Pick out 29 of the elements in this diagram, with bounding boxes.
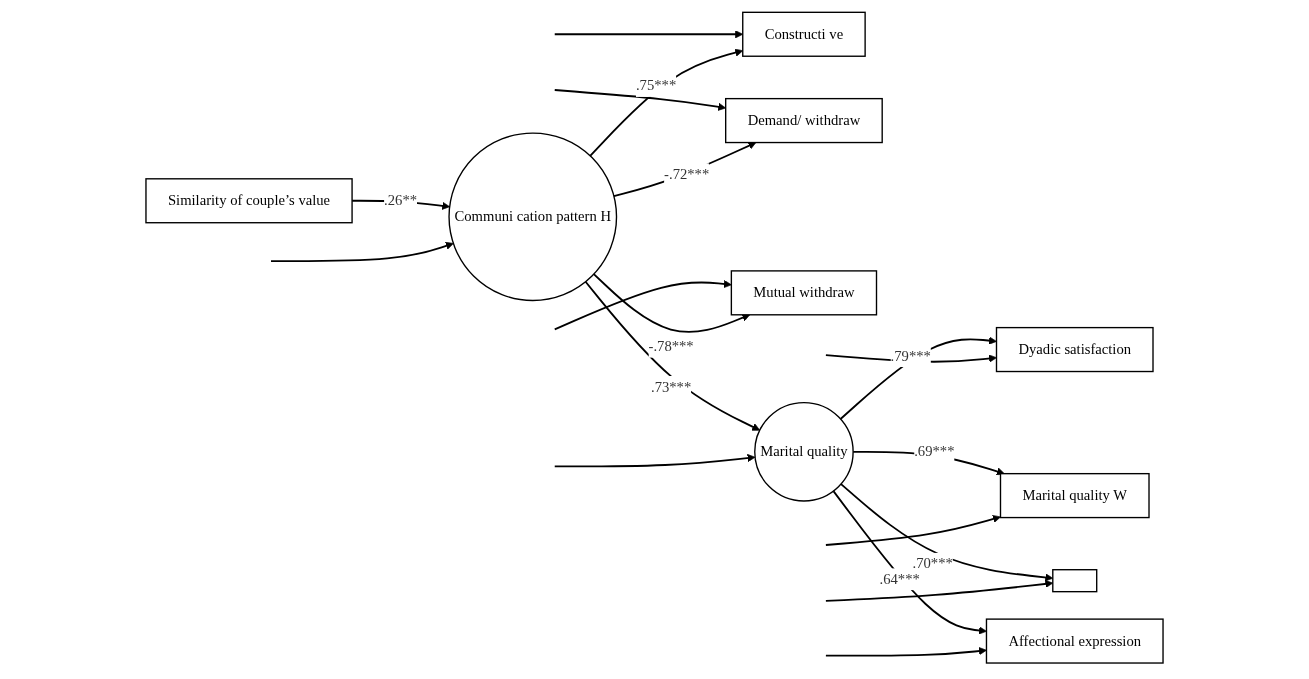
arrow xyxy=(592,273,751,333)
node-box: Mutual withdraw xyxy=(730,270,878,316)
node-box: Demand/ withdraw xyxy=(725,97,883,144)
node-box: Similarity of couple’s value xyxy=(145,178,353,224)
edge-label: -.78*** xyxy=(648,338,694,355)
node-box: Affectional expression xyxy=(985,618,1164,664)
arrow xyxy=(270,241,454,263)
arrow xyxy=(824,647,987,657)
arrow xyxy=(584,280,761,431)
edge-label: .69*** xyxy=(914,443,955,460)
edge-label: .73*** xyxy=(650,378,692,395)
node-circle: Communi cation pattern H xyxy=(448,132,618,302)
arrow xyxy=(832,490,987,635)
node-box: Marital quality W xyxy=(999,472,1150,519)
arrow xyxy=(553,280,732,331)
arrow xyxy=(613,141,757,197)
arrow xyxy=(839,336,997,420)
edge-label: .79*** xyxy=(890,347,931,364)
edge-label: .64*** xyxy=(879,571,920,587)
node-box: Constructi ve xyxy=(742,11,866,57)
arrow xyxy=(824,515,1001,546)
edge-label: -.72*** xyxy=(664,165,710,182)
node-circle: Marital quality xyxy=(754,401,854,502)
node-box xyxy=(1052,569,1098,593)
edge-label: .70*** xyxy=(912,555,953,572)
edge-label: .26** xyxy=(384,192,418,209)
node-box: Dyadic satisfaction xyxy=(995,326,1154,373)
edge-label: .75*** xyxy=(635,77,677,94)
arrow xyxy=(553,454,756,468)
